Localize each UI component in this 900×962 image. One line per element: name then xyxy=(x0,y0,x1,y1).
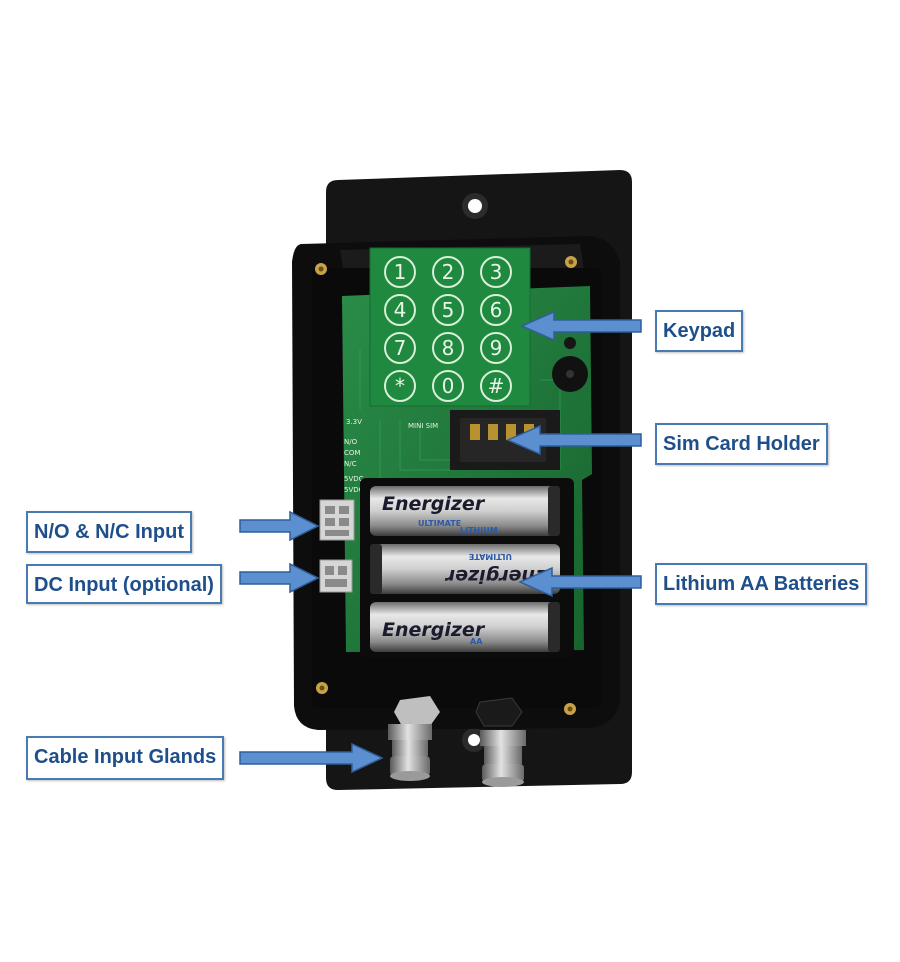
svg-text:AA: AA xyxy=(470,637,483,646)
keypad-key: 7 xyxy=(394,336,407,360)
key-ring xyxy=(432,256,464,288)
keypad-key: 8 xyxy=(442,336,455,360)
keypad-key: 9 xyxy=(490,336,503,360)
svg-text:N/C: N/C xyxy=(344,460,357,468)
keypad-key: # xyxy=(488,374,505,398)
keypad-key: 5 xyxy=(442,298,455,322)
key-ring xyxy=(432,332,464,364)
terminal-labels: N/O COM N/C 5VDC 5VDC xyxy=(344,438,364,494)
keypad-callout: Keypad xyxy=(655,310,744,352)
dc-input-callout: DC Input (optional) xyxy=(26,564,222,604)
svg-text:Energizer: Energizer xyxy=(382,493,486,515)
brass-screws xyxy=(315,256,577,715)
key-ring xyxy=(432,370,464,402)
cable-arrow xyxy=(239,742,384,774)
keypad-arrow xyxy=(520,310,642,342)
svg-text:5VDC: 5VDC xyxy=(344,486,364,494)
keypad-key: 1 xyxy=(394,260,407,284)
voltage-label: 3.3V xyxy=(346,418,362,426)
battery-2: Energizer ULTIMATE xyxy=(370,544,560,594)
inner-gland-nuts xyxy=(394,696,523,727)
key-ring xyxy=(384,332,416,364)
svg-text:5VDC: 5VDC xyxy=(344,475,364,483)
keypad-key: 3 xyxy=(490,260,503,284)
terminal-block-dc xyxy=(319,559,353,593)
svg-text:ULTIMATE: ULTIMATE xyxy=(418,519,461,528)
cable-gland-right xyxy=(480,730,526,787)
keypad-panel xyxy=(370,248,530,406)
key-ring xyxy=(384,294,416,326)
keypad-keys: 1 2 3 4 5 6 7 8 9 * 0 # xyxy=(384,256,512,402)
cable-gland-left xyxy=(388,724,432,781)
key-ring xyxy=(384,256,416,288)
sim-card-holder xyxy=(450,410,560,470)
keypad-key: 2 xyxy=(442,260,455,284)
svg-text:COM: COM xyxy=(344,449,360,457)
battery-3: Energizer AA xyxy=(370,602,560,652)
keypad-key: 0 xyxy=(442,374,455,398)
no-nc-input-callout: N/O & N/C Input xyxy=(26,511,192,553)
key-ring xyxy=(480,294,512,326)
key-ring xyxy=(480,370,512,402)
cable-glands-callout: Cable Input Glands xyxy=(26,736,225,780)
keypad-key: 6 xyxy=(490,298,503,322)
terminal-block-no-nc xyxy=(319,499,355,541)
batteries-arrow xyxy=(518,566,642,598)
key-ring xyxy=(480,332,512,364)
arrows xyxy=(239,310,642,774)
no-nc-arrow xyxy=(239,510,320,542)
svg-text:N/O: N/O xyxy=(344,438,358,446)
keypad-key: 4 xyxy=(394,298,407,322)
svg-text:Energizer: Energizer xyxy=(382,619,486,641)
key-ring xyxy=(480,256,512,288)
keypad-key: * xyxy=(395,374,405,398)
dc-arrow xyxy=(239,562,320,594)
key-ring xyxy=(384,370,416,402)
svg-text:ULTIMATE: ULTIMATE xyxy=(469,552,512,561)
sim-arrow xyxy=(506,424,642,456)
sim-card-holder-callout: Sim Card Holder xyxy=(655,423,828,465)
svg-text:LITHIUM: LITHIUM xyxy=(460,526,498,535)
lithium-batteries-callout: Lithium AA Batteries xyxy=(655,563,868,605)
mini-sim-label: MINI SIM xyxy=(408,422,438,430)
key-ring xyxy=(432,294,464,326)
battery-1: Energizer ULTIMATE LITHIUM xyxy=(370,486,560,536)
